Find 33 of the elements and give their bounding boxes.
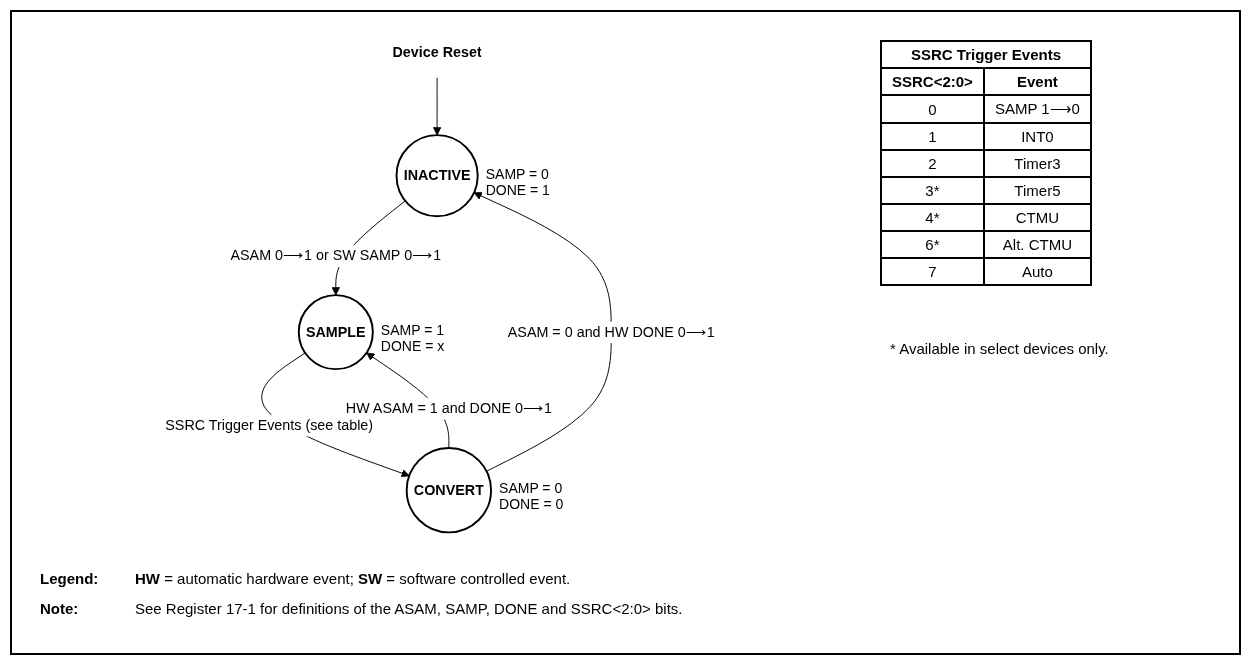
code-cell: 1 — [881, 123, 984, 150]
code-cell: 2 — [881, 150, 984, 177]
state-values: SAMP = 1 DONE = x — [380, 322, 446, 355]
code-cell: 3* — [881, 177, 984, 204]
note-text: See Register 17-1 for definitions of the ASAM, SAMP, DONE and SSRC<2:0> bits. — [135, 600, 683, 617]
event-cell: Alt. CTMU — [983, 231, 1091, 258]
column-header: SSRC<2:0> — [881, 68, 984, 95]
node-circle: SAMPLE — [297, 294, 374, 371]
state-values: SAMP = 0 DONE = 1 — [485, 165, 551, 198]
node-text: Device Reset — [392, 43, 482, 61]
event-cell: INT0 — [983, 123, 1091, 150]
table-title: SSRC Trigger Events — [881, 41, 1091, 68]
code-cell: 6* — [881, 231, 984, 258]
edge-label: SSRC Trigger Events (see table) — [165, 416, 374, 433]
event-cell: CTMU — [983, 204, 1091, 231]
code-cell: 0 — [881, 95, 984, 123]
event-cell: SAMP 1⟶0 — [983, 95, 1091, 123]
edge-label: HW ASAM = 1 and DONE 0⟶1 — [345, 399, 552, 416]
event-cell: Auto — [983, 258, 1091, 285]
legend-text: HW = automatic hardware event; SW = software controlled event. — [135, 570, 571, 587]
event-cell: Timer5 — [983, 177, 1091, 204]
row-heading: Legend: — [40, 570, 100, 587]
footnote: * Available in select devices only. — [890, 340, 1109, 357]
code-cell: 4* — [881, 204, 984, 231]
row-heading: Note: — [40, 600, 80, 617]
code-cell: 7 — [881, 258, 984, 285]
edge-label: ASAM 0⟶1 or SW SAMP 0⟶1 — [230, 246, 442, 264]
node-circle: CONVERT — [405, 447, 492, 534]
column-header: Event — [983, 68, 1091, 95]
node-circle: INACTIVE — [395, 134, 479, 218]
state-values: SAMP = 0 DONE = 0 — [499, 480, 565, 513]
event-cell: Timer3 — [983, 150, 1091, 177]
edge-label: ASAM = 0 and HW DONE 0⟶1 — [507, 323, 715, 340]
